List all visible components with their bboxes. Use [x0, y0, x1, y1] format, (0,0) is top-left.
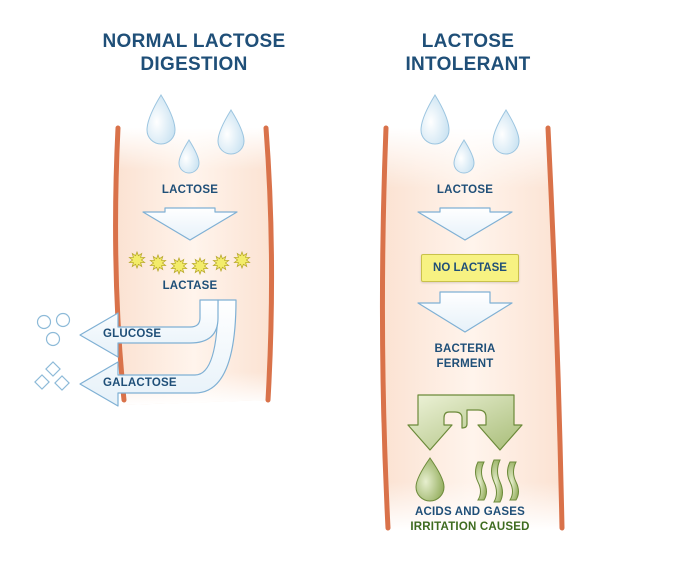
glucose-arrow	[79, 299, 219, 358]
lactase-enzymes	[128, 250, 251, 276]
no-lactase-badge: NO LACTASE	[421, 254, 519, 282]
left-title-line1: NORMAL LACTOSE	[102, 31, 286, 52]
galactose-label: GALACTOSE	[103, 377, 177, 389]
bacteria-label-line1: BACTERIA	[434, 343, 496, 355]
droplet	[420, 94, 450, 145]
left-wall-right	[263, 125, 275, 403]
droplet	[178, 139, 200, 174]
lactase-star	[233, 250, 251, 270]
lactase-star	[212, 253, 230, 273]
glucose-circle	[36, 314, 52, 330]
left-title-line2: DIGESTION	[140, 54, 248, 75]
glucose-molecules	[36, 312, 71, 347]
glucose-label: GLUCOSE	[103, 328, 162, 340]
lactase-star	[170, 256, 188, 276]
bacteria-label-line2: FERMENT	[436, 358, 494, 370]
acid-droplet	[415, 457, 445, 502]
right-title-line2: INTOLERANT	[405, 54, 531, 75]
lactase-star	[149, 253, 167, 273]
acids-gases-label: ACIDS AND GASES	[415, 506, 525, 518]
galactose-molecules	[34, 361, 70, 391]
right-wall-left	[379, 125, 391, 531]
gas-bubbles	[475, 459, 519, 503]
lactase-star	[191, 256, 209, 276]
glucose-circle	[45, 331, 61, 347]
droplet	[217, 109, 245, 155]
right-lactose-label: LACTOSE	[436, 184, 494, 196]
droplet	[492, 109, 520, 155]
galactose-diamond	[45, 361, 61, 377]
gas-strand	[491, 459, 503, 503]
gas-strand	[475, 461, 487, 501]
galactose-diamond	[54, 375, 70, 391]
split-arrow	[79, 299, 237, 407]
lactase-label: LACTASE	[162, 280, 218, 292]
irritation-label: IRRITATION CAUSED	[410, 521, 530, 533]
right-title-line1: LACTOSE	[421, 31, 515, 52]
right-down-arrow-1	[417, 207, 513, 241]
droplet	[146, 94, 176, 145]
galactose-diamond	[34, 374, 50, 390]
left-lactose-label: LACTOSE	[161, 184, 219, 196]
right-down-arrow-2	[417, 291, 513, 333]
left-down-arrow	[142, 207, 238, 241]
droplet	[453, 139, 475, 174]
ferment-fork-arrow	[407, 394, 523, 451]
galactose-arrow	[79, 299, 237, 407]
left-wall-left	[113, 125, 127, 403]
gas-strand	[507, 461, 519, 501]
right-wall-right	[545, 125, 565, 531]
left-lactose-droplets	[146, 94, 245, 174]
right-lactose-droplets	[420, 94, 520, 174]
lactase-star	[128, 250, 146, 270]
glucose-circle	[55, 312, 71, 328]
